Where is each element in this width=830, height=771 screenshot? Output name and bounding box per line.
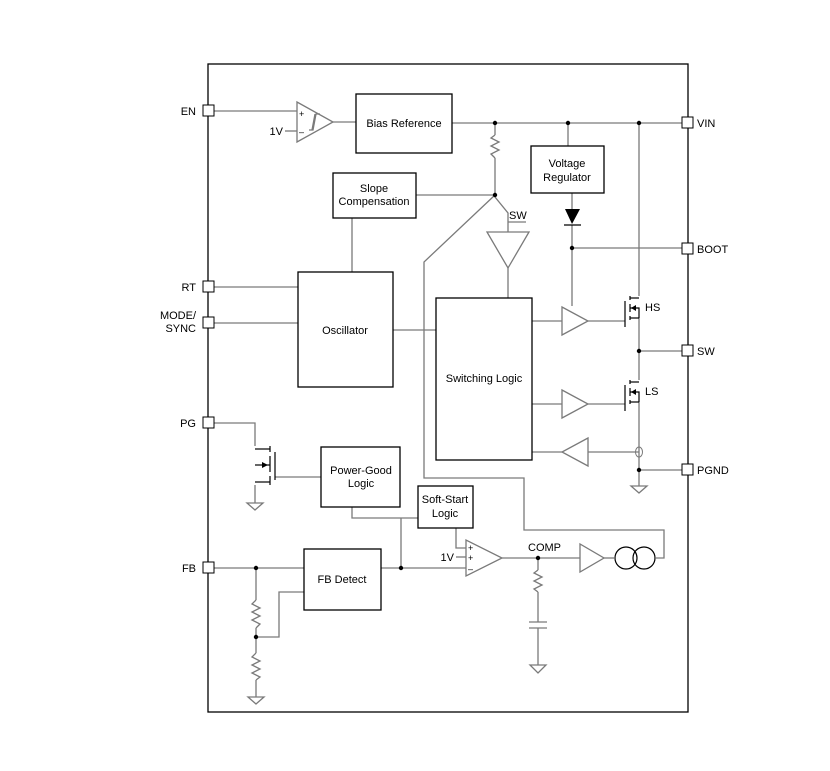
switching-logic-label: Switching Logic [446,373,523,385]
slope-buffer: SW [485,210,531,270]
fb-detect-label: FB Detect [318,574,367,586]
ls-label: LS [645,386,658,398]
en-comparator: + – 1V [270,100,335,144]
hs-label: HS [645,302,660,314]
wires [214,110,682,697]
bias-reference-label: Bias Reference [366,118,441,130]
pin-en-label: EN [181,106,196,118]
boot-diode [564,209,581,226]
en-comp-minus: – [299,127,304,137]
ic-boundary [207,63,689,713]
pin-mode-label-2: SYNC [165,323,196,335]
fb-detect-block: FB Detect [303,548,382,611]
pin-vin-label: VIN [697,118,715,130]
switching-logic-block: Switching Logic [435,297,533,461]
oscillator-block: Oscillator [297,271,394,388]
power-good-label-1: Power-Good [330,465,392,477]
ls-driver [561,388,590,420]
ea-ref-label: 1V [441,552,455,564]
pin-pgnd-label: PGND [697,465,729,477]
power-good-label-2: Logic [348,478,375,490]
junctions [253,120,642,640]
ea-plus-2: + [468,553,473,563]
comp-buffer [579,542,606,574]
fb-divider-bottom-resistor [250,652,262,681]
pg-mosfet [255,446,276,485]
bias-reference-block: Bias Reference [355,93,453,154]
hs-mosfet: HS [624,296,660,327]
pin-pgnd: PGND [681,463,729,477]
power-good-logic-block: Power-Good Logic [320,446,401,508]
pin-boot-label: BOOT [697,244,728,256]
soft-start-logic-block: Soft-Start Logic [417,485,474,529]
soft-start-label-2: Logic [432,508,459,520]
pin-pg: PG [180,416,215,430]
bias-resistor [489,134,501,159]
pin-rt: RT [182,280,215,294]
comp-label: COMP [528,542,561,554]
voltage-regulator-label-1: Voltage [549,158,586,170]
slope-compensation-block: Slope Compensation [332,172,417,219]
voltage-regulator-block: Voltage Regulator [530,145,605,194]
pin-pg-label: PG [180,418,196,430]
sw-small-label: SW [509,210,527,222]
soft-start-label-1: Soft-Start [422,494,468,506]
pin-fb-label: FB [182,563,196,575]
ground-pg [245,502,265,511]
pin-mode-sync: MODE/ SYNC [160,310,215,335]
hs-driver [561,305,590,337]
ls-mosfet: LS [624,380,658,411]
comp-resistor [532,569,544,593]
ground-comp [528,664,548,674]
pin-boot: BOOT [681,242,728,256]
current-sense-element [635,446,643,458]
voltage-regulator-label-2: Regulator [543,172,591,184]
comp-capacitor [529,621,547,629]
fb-divider-top-resistor [250,599,262,629]
pin-sw-label: SW [697,346,715,358]
error-amplifier: + + – 1V [441,538,504,578]
ground-fb-divider [246,696,266,705]
pin-sw: SW [681,344,715,358]
pin-en: EN [181,104,215,118]
oscillator-label: Oscillator [322,325,368,337]
en-comp-plus: + [299,109,304,119]
slope-compensation-label-1: Slope [360,183,388,195]
pin-vin: VIN [681,116,715,130]
ea-minus: – [468,564,473,574]
pin-fb: FB [182,561,215,575]
current-source [614,546,656,570]
slope-compensation-label-2: Compensation [339,196,410,208]
current-sense-amp [560,436,589,468]
pin-mode-label-1: MODE/ [160,310,197,322]
pin-rt-label: RT [182,282,197,294]
en-ref-label: 1V [270,126,284,138]
ea-plus-1: + [468,543,473,553]
ground-pgnd [629,485,649,494]
